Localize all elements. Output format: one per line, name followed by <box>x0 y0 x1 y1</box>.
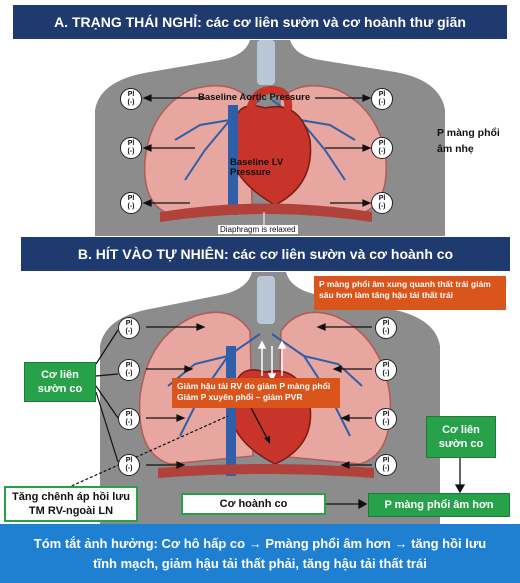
rv-arrow <box>249 405 269 441</box>
rv-note-line2: Giảm P xuyên phổi – giảm PVR <box>177 392 303 402</box>
pl-sign: (-) <box>382 419 390 426</box>
pl-label: Pl <box>382 411 390 418</box>
rv-note-line1: Giảm hậu tải RV do giảm P màng phổi <box>177 381 331 391</box>
pl-label: Pl <box>382 362 390 369</box>
venous-line1: Tăng chênh áp hồi lưu <box>12 491 130 503</box>
pleural-pressure-marker-a6: Pl (-) <box>371 192 393 214</box>
pl-label: Pl <box>382 320 390 327</box>
baseline-lv-line2: Pressure <box>230 167 271 178</box>
pleural-pressure-marker-b3: Pl (-) <box>118 408 140 430</box>
intercostal-right-line1: Cơ liên <box>442 424 480 436</box>
trachea-b <box>257 276 275 324</box>
pl-sign: (-) <box>125 328 133 335</box>
intercostal-contract-right-box: Cơ liên sườn co <box>426 416 496 458</box>
pl-label: Pl <box>125 320 133 327</box>
lung-left <box>143 85 253 215</box>
pleural-pressure-marker-b8: Pl (-) <box>375 454 397 476</box>
diaphragm-b <box>158 464 374 478</box>
intercostal-contract-left-box: Cơ liên sườn co <box>24 362 96 402</box>
more-negative-pleural-box: P màng phổi âm hơn <box>368 493 510 517</box>
p-pleural-mild-negative-label: P màng phổi âm nhẹ <box>437 125 500 157</box>
pl-label: Pl <box>378 91 386 98</box>
pl-sign: (-) <box>378 99 386 106</box>
pleural-pressure-marker-b2: Pl (-) <box>118 359 140 381</box>
baseline-aortic-pressure-label: Baseline Aortic Pressure <box>198 92 311 103</box>
pl-sign: (-) <box>378 203 386 210</box>
pl-label: Pl <box>378 140 386 147</box>
pl-sign: (-) <box>125 465 133 472</box>
pl-sign: (-) <box>382 370 390 377</box>
baseline-lv-pressure-label: Baseline LV Pressure <box>230 158 283 178</box>
pl-label: Pl <box>125 457 133 464</box>
intercostal-connectors-left <box>95 329 119 463</box>
diaphragm-contract-box: Cơ hoành co <box>181 493 326 515</box>
diaphragm <box>160 203 372 222</box>
p-pleural-line1: P màng phổi <box>437 127 500 139</box>
pleural-pressure-marker-b6: Pl (-) <box>375 359 397 381</box>
pl-label: Pl <box>125 411 133 418</box>
pl-sign: (-) <box>127 203 135 210</box>
arrows-right-a <box>315 94 372 207</box>
pleural-pressure-marker-b1: Pl (-) <box>118 317 140 339</box>
vena-cava-b <box>226 346 236 476</box>
arrows-left-b <box>146 323 206 469</box>
pleural-pressure-marker-b4: Pl (-) <box>118 454 140 476</box>
pleural-pressure-marker-a1: Pl (-) <box>120 88 142 110</box>
lv-afterload-increase-note: P màng phổi âm xung quanh thất trái giảm… <box>314 276 506 310</box>
pl-sign: (-) <box>127 148 135 155</box>
pl-sign: (-) <box>382 465 390 472</box>
arrows-right-b <box>316 323 372 469</box>
pl-sign: (-) <box>125 419 133 426</box>
p-pleural-line2: âm nhẹ <box>437 143 474 155</box>
venous-return-gradient-box: Tăng chênh áp hồi lưu TM RV-ngoài LN <box>4 486 138 522</box>
heart <box>231 105 312 206</box>
pl-label: Pl <box>125 362 133 369</box>
venous-line2: TM RV-ngoài LN <box>28 505 114 517</box>
intercostal-left-line1: Cơ liên <box>41 369 79 381</box>
pl-sign: (-) <box>382 328 390 335</box>
pleural-pressure-marker-a5: Pl (-) <box>371 137 393 159</box>
pl-sign: (-) <box>127 99 135 106</box>
venous-return-dashed-line <box>57 415 229 493</box>
pl-label: Pl <box>127 91 135 98</box>
panel-b-title: B. HÍT VÀO TỰ NHIÊN: các cơ liên sườn và… <box>21 237 510 271</box>
pleural-pressure-marker-a3: Pl (-) <box>120 192 142 214</box>
rv-afterload-decrease-note: Giảm hậu tải RV do giảm P màng phổi Giảm… <box>172 378 340 408</box>
pleural-pressure-marker-b7: Pl (-) <box>375 408 397 430</box>
pl-label: Pl <box>127 140 135 147</box>
pl-sign: (-) <box>125 370 133 377</box>
pl-label: Pl <box>378 195 386 202</box>
summary-banner: Tóm tắt ảnh hưởng: Cơ hô hấp co → Pmàng … <box>0 524 520 583</box>
baseline-lv-line1: Baseline LV <box>230 157 284 168</box>
pleural-pressure-marker-a4: Pl (-) <box>371 88 393 110</box>
panel-a-illustration <box>95 40 445 236</box>
trachea <box>257 40 275 85</box>
summary-line2: tĩnh mạch, giảm hậu tải thất phải, tăng … <box>93 555 427 571</box>
intercostal-left-line2: sườn co <box>37 383 83 395</box>
pleural-pressure-marker-b5: Pl (-) <box>375 317 397 339</box>
pl-label: Pl <box>127 195 135 202</box>
vena-cava <box>228 105 238 215</box>
expansion-arrows <box>257 340 287 382</box>
diaphragm-relaxed-label: Diaphragm is relaxed <box>218 225 298 234</box>
aorta <box>246 85 293 112</box>
arrows-left-a <box>142 94 205 207</box>
intercostal-right-line2: sườn co <box>438 438 484 450</box>
summary-line1: Tóm tắt ảnh hưởng: Cơ hô hấp co → Pmàng … <box>33 535 487 551</box>
pl-sign: (-) <box>378 148 386 155</box>
panel-a-title: A. TRẠNG THÁI NGHỈ: các cơ liên sườn và … <box>13 5 507 39</box>
pleural-pressure-marker-a2: Pl (-) <box>120 137 142 159</box>
pl-label: Pl <box>382 457 390 464</box>
right-flow-arrows <box>325 458 466 510</box>
